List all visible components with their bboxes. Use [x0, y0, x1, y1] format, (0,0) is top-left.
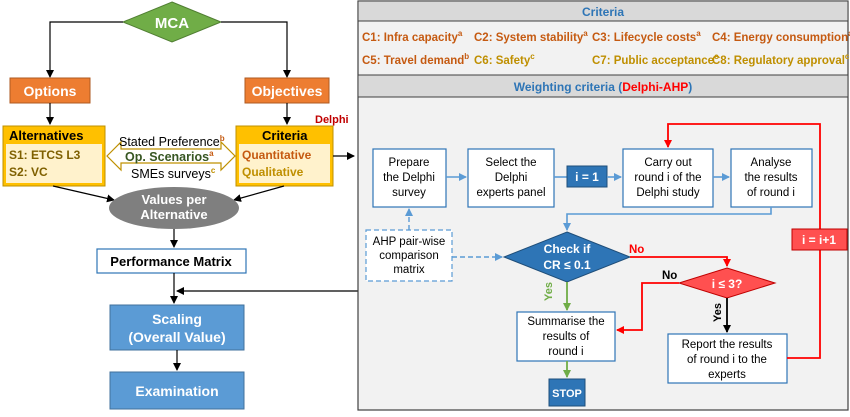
- summarise-box: [516, 311, 616, 362]
- report-line2: of round i to the: [687, 354, 767, 366]
- prepare-line3: survey: [392, 187, 426, 199]
- stop-box: [548, 378, 586, 407]
- arrow-analyse-check: [563, 207, 772, 231]
- criteria-title: Criteria: [262, 128, 308, 143]
- connector-mca-objectives: [221, 21, 291, 78]
- carry-out-box: [622, 148, 714, 208]
- scaling-box: [109, 304, 245, 351]
- connector-alternatives-values: [52, 185, 115, 203]
- connector-criteria-values: [233, 185, 285, 202]
- summarise-line3: round i: [548, 346, 583, 358]
- ahp-line2: comparison: [379, 250, 438, 262]
- scaling-line2: (Overall Value): [128, 329, 225, 345]
- connector-mca-options: [46, 21, 123, 78]
- select-line1: Select the: [485, 157, 536, 169]
- stop-label: STOP: [552, 388, 582, 400]
- carry-line2: round i of the: [634, 172, 701, 184]
- criterion-item-6: C6: Safetyc: [474, 52, 535, 67]
- criterion-item-8: C8: Regulatory approvalc: [712, 52, 850, 67]
- arrow-loop-back: [664, 123, 821, 359]
- analyse-box: [730, 148, 813, 208]
- alternative-s2: S2: VC: [9, 165, 48, 179]
- analyse-line1: Analyse: [751, 157, 792, 169]
- prepare-line1: Prepare: [389, 157, 430, 169]
- criteria-panel-header: [357, 0, 849, 22]
- values-ellipse: [109, 187, 239, 229]
- values-line1: Values per: [141, 192, 206, 207]
- performance-matrix-label: Performance Matrix: [110, 254, 232, 269]
- method-smes-surveys: SMEs surveysc: [131, 166, 216, 181]
- carry-line3: Delphi study: [636, 187, 700, 199]
- criteria-items: C1: Infra capacitya C2: System stabilitya…: [362, 29, 850, 67]
- ahp-line3: matrix: [393, 264, 425, 276]
- no-label-2: No: [662, 270, 677, 282]
- performance-matrix-box: [96, 248, 247, 274]
- summarise-line2: results of: [543, 331, 590, 343]
- yes-label-1: Yes: [543, 282, 555, 301]
- select-line2: Delphi: [495, 172, 528, 184]
- i-init-label: i = 1: [575, 170, 599, 184]
- criteria-qualitative: Qualitative: [242, 165, 304, 179]
- no-label-1: No: [629, 244, 644, 256]
- alternatives-title: Alternatives: [9, 128, 83, 143]
- method-op-scenarios: Op. Scenariosa: [125, 149, 214, 164]
- mca-diamond: [121, 1, 223, 43]
- method-stated-preference: Stated Preferenceb: [119, 134, 225, 149]
- i-increment-box: [791, 228, 848, 251]
- criterion-item-2: C2: System stabilitya: [474, 29, 588, 44]
- prepare-survey-box: [372, 148, 447, 208]
- yes-label-2: Yes: [712, 303, 724, 322]
- objectives-label: Objectives: [252, 83, 323, 99]
- values-line2: Alternative: [140, 207, 207, 222]
- examination-box: [109, 371, 245, 410]
- ahp-matrix-box: [365, 229, 453, 282]
- weighting-title: Weighting criteria (Delphi-AHP): [514, 80, 692, 94]
- criteria-inner: [239, 144, 330, 183]
- double-arrow: [106, 140, 236, 172]
- criterion-item-5: C5: Travel demandb: [362, 52, 469, 67]
- criteria-panel-title: Criteria: [582, 5, 624, 19]
- report-box: [667, 333, 788, 384]
- options-label: Options: [24, 83, 77, 99]
- mca-label: MCA: [155, 15, 189, 32]
- carry-line1: Carry out: [644, 157, 692, 169]
- report-line3: experts: [708, 369, 746, 381]
- criterion-item-3: C3: Lifecycle costsa: [592, 29, 701, 44]
- criterion-item-1: C1: Infra capacitya: [362, 29, 463, 44]
- check-line2: CR ≤ 0.1: [543, 258, 591, 272]
- arrow-check-no: [630, 256, 731, 267]
- analyse-line2: the results: [744, 172, 797, 184]
- report-line1: Report the results: [682, 339, 773, 351]
- arrow-icheck-no: [616, 282, 679, 334]
- criterion-item-7: C7: Public acceptancec: [592, 52, 719, 67]
- alternatives-inner: [6, 144, 102, 183]
- criterion-item-4: C4: Energy consumptiona: [712, 29, 850, 44]
- analyse-line3: of round i: [747, 187, 795, 199]
- criteria-quantitative: Quantitative: [242, 148, 312, 162]
- check-line1: Check if: [544, 242, 592, 256]
- ahp-line1: AHP pair-wise: [373, 236, 446, 248]
- options-box: [9, 77, 91, 104]
- i-check-label: i ≤ 3?: [712, 277, 743, 291]
- i-increment-label: i = i+1: [802, 233, 836, 247]
- select-line3: experts panel: [476, 187, 545, 199]
- examination-label: Examination: [135, 383, 218, 399]
- prepare-line2: the Delphi: [383, 172, 435, 184]
- summarise-line1: Summarise the: [527, 316, 604, 328]
- alternative-s1: S1: ETCS L3: [9, 148, 81, 162]
- weighting-header: [357, 74, 849, 98]
- scaling-line1: Scaling: [152, 311, 202, 327]
- select-panel-box: [467, 148, 555, 208]
- delphi-tag: Delphi: [315, 114, 349, 126]
